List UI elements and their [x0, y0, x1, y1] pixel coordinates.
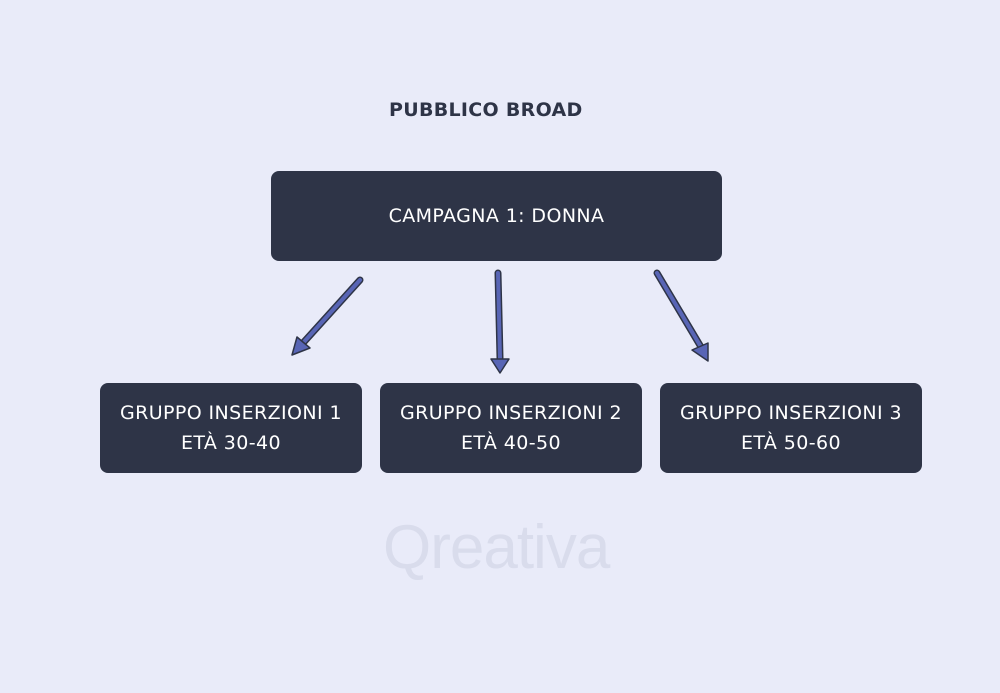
ad-group-title: GRUPPO INSERZIONI 3	[680, 402, 902, 424]
diagram-title: PUBBLICO BROAD	[389, 99, 583, 121]
ad-group-box-1: GRUPPO INSERZIONI 1 ETÀ 30-40	[100, 383, 362, 473]
arrow-to-group-3	[653, 269, 709, 362]
ad-group-age: ETÀ 50-60	[741, 432, 841, 454]
campaign-label: CAMPAGNA 1: DONNA	[388, 205, 605, 227]
ad-group-title: GRUPPO INSERZIONI 2	[400, 402, 622, 424]
arrow-to-group-1	[291, 276, 364, 356]
ad-group-box-2: GRUPPO INSERZIONI 2 ETÀ 40-50	[380, 383, 642, 473]
campaign-box: CAMPAGNA 1: DONNA	[271, 171, 722, 261]
ad-group-age: ETÀ 30-40	[181, 432, 281, 454]
brand-watermark: Qreativa	[383, 513, 610, 582]
ad-group-box-3: GRUPPO INSERZIONI 3 ETÀ 50-60	[660, 383, 922, 473]
arrow-to-group-2	[490, 269, 510, 374]
ad-group-title: GRUPPO INSERZIONI 1	[120, 402, 342, 424]
ad-group-age: ETÀ 40-50	[461, 432, 561, 454]
